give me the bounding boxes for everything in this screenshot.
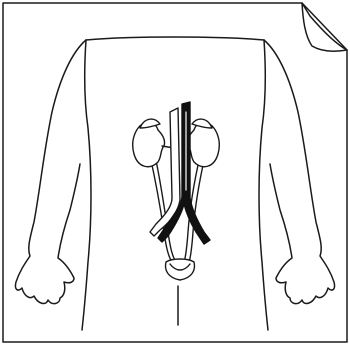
urinary-system-diagram xyxy=(0,0,350,346)
